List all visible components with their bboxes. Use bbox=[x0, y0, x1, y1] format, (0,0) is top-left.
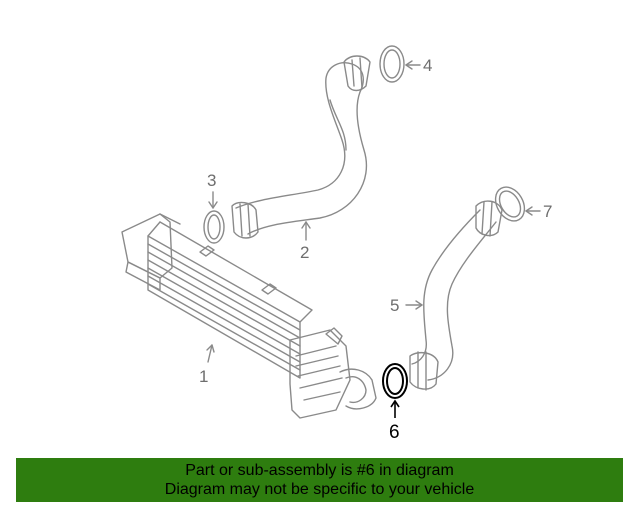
callout-2: 2 bbox=[300, 243, 310, 262]
seal-ring-part-3 bbox=[203, 210, 225, 244]
parts-diagram bbox=[121, 45, 541, 419]
banner-line-2: Diagram may not be specific to your vehi… bbox=[164, 481, 475, 498]
callout-1: 1 bbox=[199, 367, 209, 386]
callout-4: 4 bbox=[423, 56, 433, 75]
callout-6: 6 bbox=[389, 422, 400, 443]
leader-lines bbox=[206, 60, 541, 363]
intercooler-part-1 bbox=[121, 213, 377, 419]
seal-ring-part-4 bbox=[379, 45, 405, 83]
callout-5: 5 bbox=[390, 296, 400, 315]
seal-ring-part-7 bbox=[494, 186, 526, 222]
callout-7: 7 bbox=[543, 202, 553, 221]
callout-3: 3 bbox=[207, 171, 217, 190]
seal-ring-part-6-highlighted bbox=[382, 363, 408, 418]
charge-hose-part-2 bbox=[231, 55, 371, 239]
banner-line-1: Part or sub-assembly is #6 in diagram bbox=[185, 462, 454, 479]
charge-hose-part-5 bbox=[409, 200, 503, 391]
info-banner: Part or sub-assembly is #6 in diagram Di… bbox=[16, 458, 623, 502]
